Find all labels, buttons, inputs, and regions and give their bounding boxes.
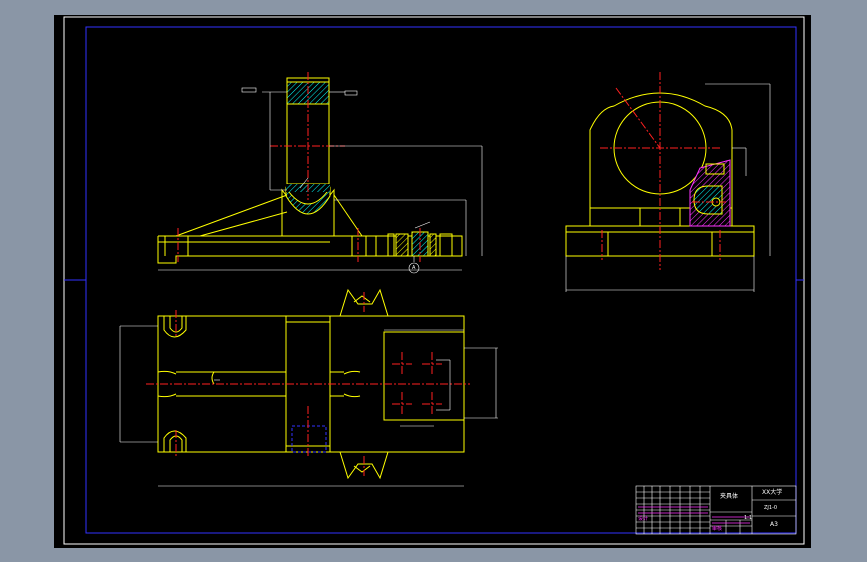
title-block — [635, 485, 797, 535]
front-dimensions — [158, 87, 483, 274]
title-drawing-code: ZJ1-0 — [764, 505, 778, 511]
title-block-magenta — [638, 506, 750, 524]
datum-symbol-label: A — [412, 265, 416, 271]
title-sheet-size: A3 — [770, 521, 778, 528]
top-hidden — [291, 425, 327, 453]
title-chinese-line-1: 设计 — [638, 516, 649, 522]
top-dimensions — [119, 325, 498, 487]
drawing-sheet — [54, 15, 811, 548]
side-view — [565, 92, 755, 257]
side-centerlines — [600, 72, 726, 270]
top-centerlines — [146, 292, 470, 476]
title-school: XX大学 — [762, 489, 783, 496]
side-dimensions — [565, 83, 771, 292]
title-chinese-line-2: 审核 — [712, 526, 723, 532]
title-part-name: 夹具体 — [720, 493, 739, 500]
title-scale: 1:1 — [744, 515, 753, 521]
